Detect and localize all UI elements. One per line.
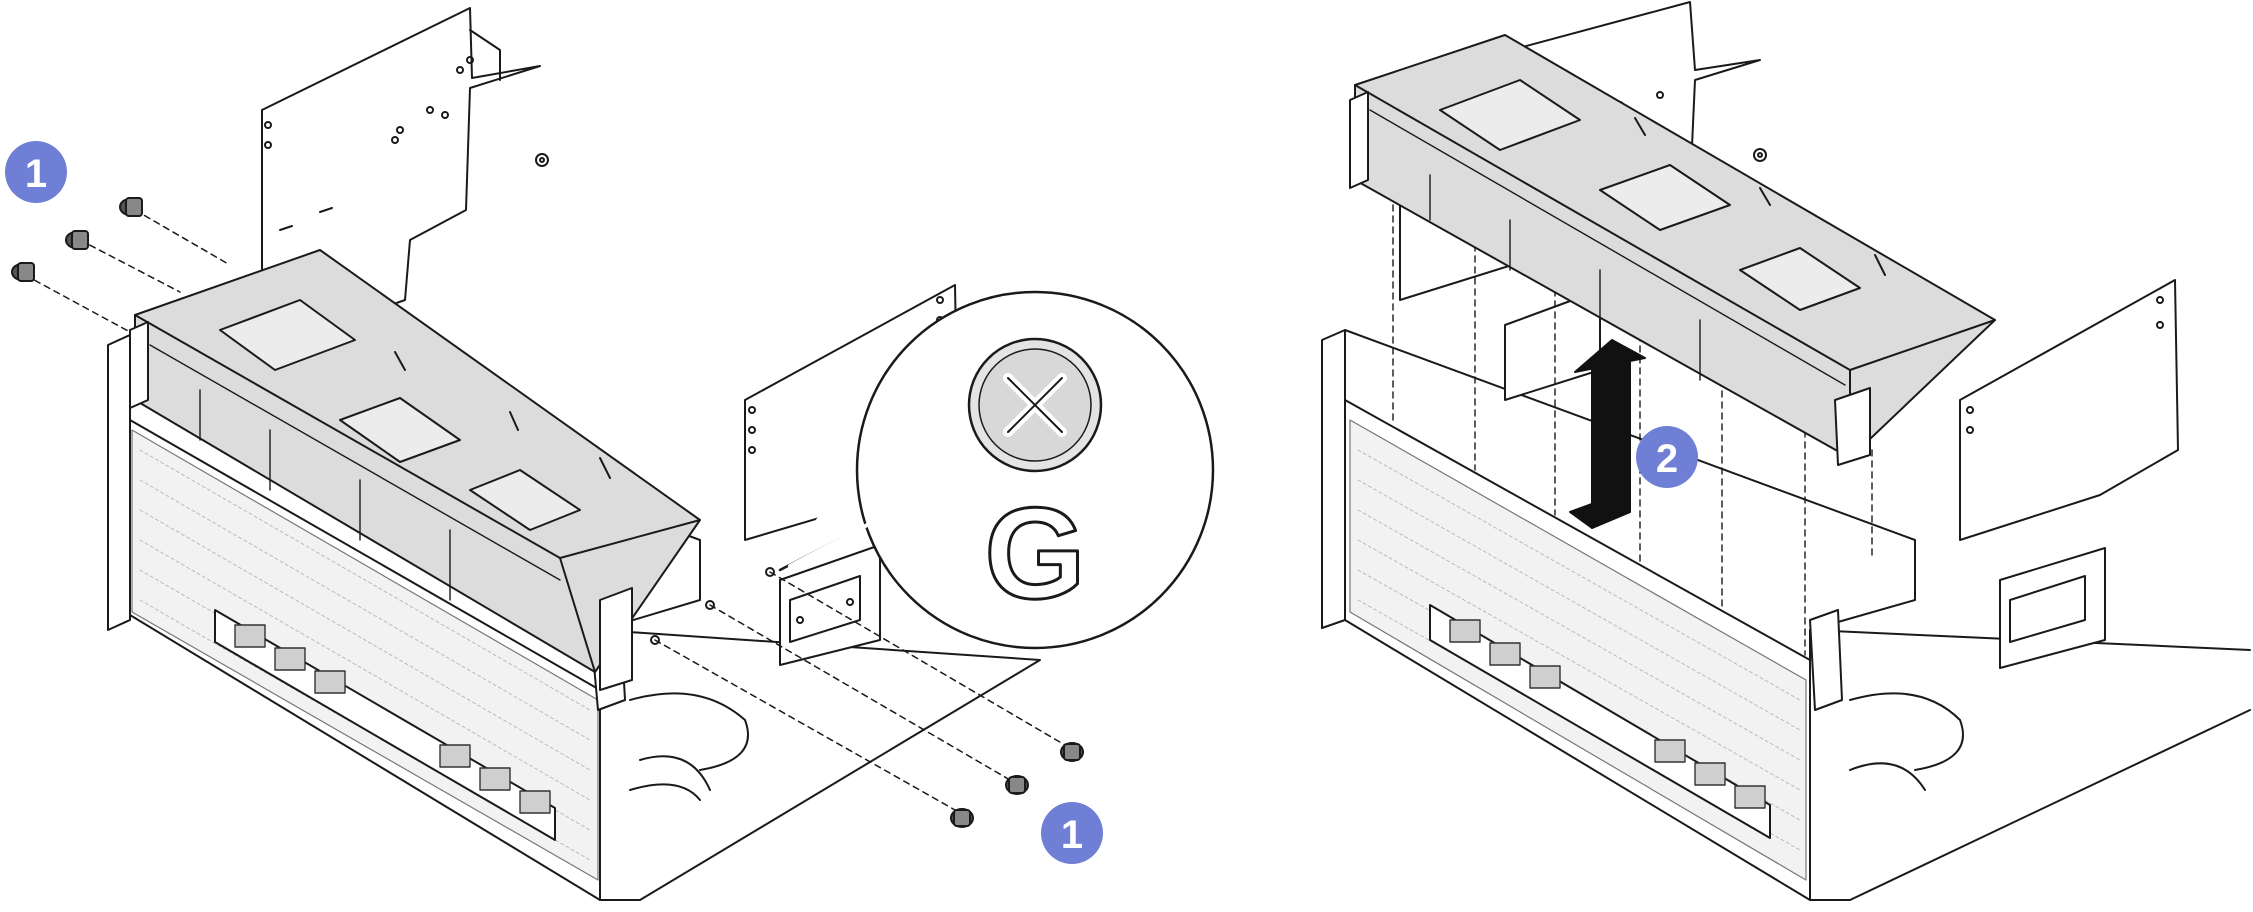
screw-icon bbox=[65, 230, 89, 250]
screw-icon bbox=[11, 262, 35, 282]
step-marker-label: 1 bbox=[25, 152, 47, 196]
alignment-guides bbox=[1392, 204, 1873, 656]
left-panel: G bbox=[11, 7, 1215, 901]
drive-cage-installed bbox=[129, 249, 701, 691]
right-screws-group bbox=[650, 567, 1084, 828]
step-marker-label: 2 bbox=[1656, 437, 1678, 481]
screw-icon bbox=[119, 197, 143, 217]
connector-ports bbox=[234, 624, 551, 814]
left-screws-group bbox=[11, 197, 231, 333]
drive-cage-lifted bbox=[1349, 34, 1996, 466]
connector-ports bbox=[1449, 619, 1766, 809]
callout-bubble bbox=[778, 290, 1215, 650]
screw-icon bbox=[1060, 742, 1084, 762]
lift-arrow-icon bbox=[1569, 339, 1646, 529]
callout-letter: G bbox=[984, 480, 1085, 626]
step-marker-label: 1 bbox=[1061, 813, 1083, 857]
step-marker-1-top: 1 bbox=[5, 141, 67, 203]
chassis-body bbox=[1321, 279, 2251, 901]
step-marker-2: 2 bbox=[1636, 426, 1698, 488]
screw-icon bbox=[1005, 775, 1029, 795]
screw-icon bbox=[950, 808, 974, 828]
step-marker-1-bottom: 1 bbox=[1041, 802, 1103, 864]
phillips-screw-head-icon bbox=[967, 337, 1103, 473]
right-panel bbox=[1321, 1, 2251, 901]
